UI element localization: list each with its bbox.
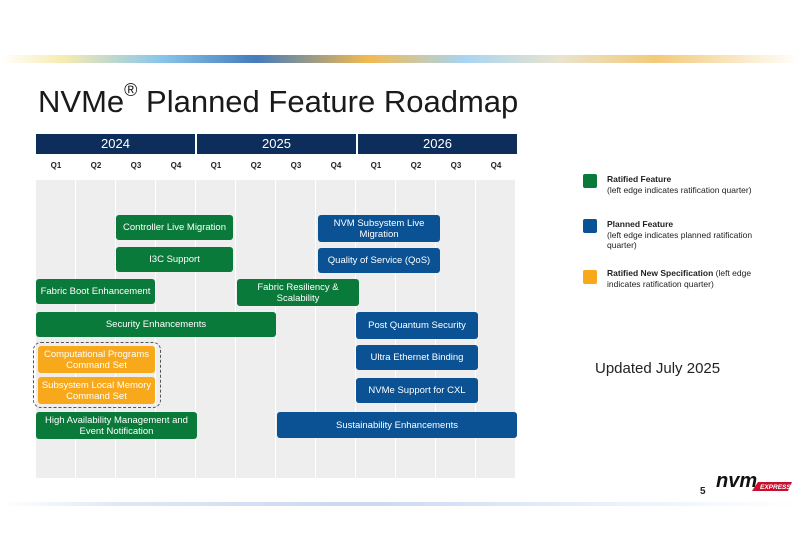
updated-note: Updated July 2025 bbox=[595, 360, 721, 377]
year-header-2025: 2025 bbox=[197, 134, 356, 154]
quarter-header: Q3 bbox=[290, 161, 302, 170]
feature-bar-high-availability: High Availability Management and Event N… bbox=[36, 412, 197, 439]
quarter-header: Q4 bbox=[490, 161, 502, 170]
quarter-header: Q1 bbox=[50, 161, 62, 170]
feature-bar-fabric-resiliency: Fabric Resiliency & Scalability bbox=[237, 279, 359, 306]
quarter-header: Q2 bbox=[90, 161, 102, 170]
legend-new-spec-desc: (left edge indicates ratification quarte… bbox=[607, 268, 752, 289]
logo-text: nvm bbox=[716, 470, 757, 492]
quarter-header: Q3 bbox=[130, 161, 142, 170]
title-rest: Planned Feature Roadmap bbox=[137, 84, 519, 119]
feature-bar-quality-of-service: Quality of Service (QoS) bbox=[318, 248, 440, 273]
logo-subtext: EXPRESS bbox=[760, 484, 791, 491]
year-header-2024: 2024 bbox=[36, 134, 195, 154]
feature-bar-fabric-boot-enhancement: Fabric Boot Enhancement bbox=[36, 279, 155, 304]
year-header-2026: 2026 bbox=[358, 134, 517, 154]
feature-bar-i3c-support: I3C Support bbox=[116, 247, 233, 272]
logo-swoosh-icon bbox=[752, 482, 792, 491]
legend-ratified-title: Ratified Feature bbox=[607, 174, 672, 184]
nvm-express-logo: nvm EXPRESS bbox=[716, 470, 792, 492]
legend-ratified: Ratified Feature(left edge indicates rat… bbox=[607, 174, 757, 195]
roadmap-grid: 2024 2025 2026 Q1 Q2 Q3 Q4 Q1 Q2 Q3 Q4 Q… bbox=[33, 134, 517, 478]
legend-new-spec: Ratified New Specification (left edge in… bbox=[607, 268, 772, 289]
feature-bar-nvme-support-for-cxl: NVMe Support for CXL bbox=[356, 378, 478, 403]
legend-swatch-ratified bbox=[583, 174, 597, 188]
quarter-header: Q4 bbox=[330, 161, 342, 170]
feature-bar-sustainability-enhancements: Sustainability Enhancements bbox=[277, 412, 517, 438]
feature-bar-security-enhancements: Security Enhancements bbox=[36, 312, 276, 337]
feature-bar-computational-programs: Computational Programs Command Set bbox=[38, 346, 155, 373]
quarter-header: Q2 bbox=[250, 161, 262, 170]
legend-swatch-new-spec bbox=[583, 270, 597, 284]
top-decorative-stripe bbox=[0, 55, 800, 63]
legend-planned-desc: (left edge indicates planned ratificatio… bbox=[607, 229, 753, 251]
quarter-header: Q1 bbox=[210, 161, 222, 170]
feature-bar-ultra-ethernet-binding: Ultra Ethernet Binding bbox=[356, 345, 478, 370]
quarter-header: Q1 bbox=[370, 161, 382, 170]
quarter-header: Q4 bbox=[170, 161, 182, 170]
new-spec-dashed-group bbox=[33, 342, 161, 408]
quarter-header: Q3 bbox=[450, 161, 462, 170]
legend-swatch-planned bbox=[583, 219, 597, 233]
feature-bar-post-quantum-security: Post Quantum Security bbox=[356, 312, 478, 339]
legend-planned-title: Planned Feature bbox=[607, 219, 674, 229]
legend-planned: Planned Feature(left edge indicates plan… bbox=[607, 219, 757, 251]
page-number: 5 bbox=[700, 486, 706, 497]
quarter-header: Q2 bbox=[410, 161, 422, 170]
legend-ratified-desc: (left edge indicates ratification quarte… bbox=[607, 184, 752, 195]
feature-bar-controller-live-migration: Controller Live Migration bbox=[116, 215, 233, 240]
feature-bar-subsystem-local-memory: Subsystem Local Memory Command Set bbox=[38, 377, 155, 404]
slide-title: NVMe® Planned Feature Roadmap bbox=[38, 80, 519, 120]
legend-new-spec-title: Ratified New Specification bbox=[607, 268, 714, 278]
bottom-decorative-stripe bbox=[0, 502, 800, 506]
title-main: NVMe bbox=[38, 84, 125, 119]
registered-mark: ® bbox=[124, 80, 138, 100]
feature-bar-nvm-subsystem-live-migration: NVM Subsystem Live Migration bbox=[318, 215, 440, 242]
